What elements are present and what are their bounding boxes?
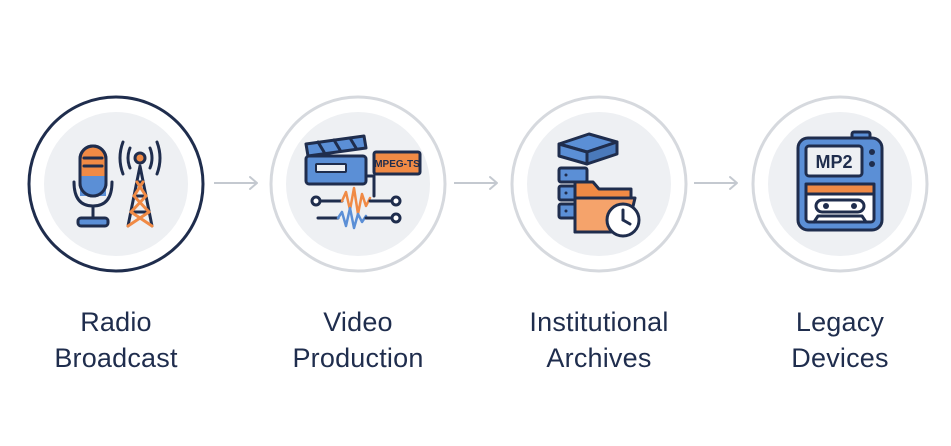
step-label-line2: Devices <box>791 343 889 373</box>
step-label-line2: Broadcast <box>54 343 178 373</box>
step-label-line1: Video <box>323 307 393 337</box>
step-radio-broadcast-circle <box>26 94 206 274</box>
microphone-antenna-icon <box>72 140 162 228</box>
step-label-radio-broadcast: Radio Broadcast <box>0 304 236 376</box>
mp2-tag-text: MP2 <box>815 152 852 172</box>
mpeg-ts-tag-text: MPEG-TS <box>374 159 420 170</box>
step-label-institutional-archives: Institutional Archives <box>479 304 719 376</box>
flow-arrow-2 <box>452 173 502 198</box>
step-institutional-archives-circle <box>509 94 689 274</box>
step-video-production-circle: MPEG-TS <box>268 94 448 274</box>
step-label-line1: Radio <box>80 307 152 337</box>
step-label-video-production: Video Production <box>238 304 478 376</box>
step-label-line2: Production <box>292 343 424 373</box>
clapperboard-signal-icon <box>304 134 422 230</box>
step-legacy-devices-circle: MP2 <box>750 94 930 274</box>
flow-arrow-1 <box>212 173 262 198</box>
mp2-player-icon <box>796 130 884 232</box>
step-label-line2: Archives <box>546 343 652 373</box>
flow-arrow-3 <box>692 173 742 198</box>
step-label-line1: Institutional <box>529 307 669 337</box>
step-label-line1: Legacy <box>795 307 885 337</box>
step-label-legacy-devices: Legacy Devices <box>720 304 951 376</box>
server-folder-clock-icon <box>557 132 641 238</box>
